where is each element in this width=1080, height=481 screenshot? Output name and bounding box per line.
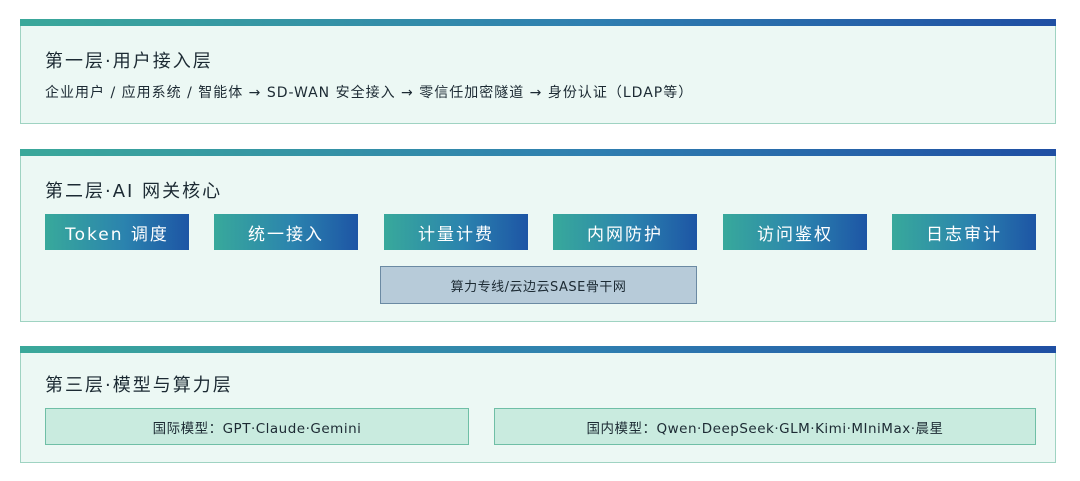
module-unified-access: 统一接入 (214, 214, 358, 250)
layer-top-bar (20, 19, 1056, 26)
layer-top-bar (20, 346, 1056, 353)
layer-ai-gateway: 第二层·AI 网关核心 Token 调度 统一接入 计量计费 内网防护 访问鉴权… (20, 149, 1056, 322)
module-log-audit: 日志审计 (892, 214, 1036, 250)
international-models: 国际模型：GPT·Claude·Gemini (45, 408, 469, 445)
gateway-modules: Token 调度 统一接入 计量计费 内网防护 访问鉴权 日志审计 (21, 214, 1055, 252)
module-token-scheduling: Token 调度 (45, 214, 189, 250)
layer-user-access: 第一层·用户接入层 企业用户 / 应用系统 / 智能体 → SD-WAN 安全接… (20, 19, 1056, 124)
module-intranet-protection: 内网防护 (553, 214, 697, 250)
layer-title: 第三层·模型与算力层 (45, 375, 233, 396)
access-flow-description: 企业用户 / 应用系统 / 智能体 → SD-WAN 安全接入 → 零信任加密隧… (45, 85, 694, 101)
layer-title: 第二层·AI 网关核心 (45, 181, 223, 202)
layer-title: 第一层·用户接入层 (45, 51, 213, 72)
layer-models-compute: 第三层·模型与算力层 国际模型：GPT·Claude·Gemini 国内模型：Q… (20, 346, 1056, 463)
module-access-authorization: 访问鉴权 (723, 214, 867, 250)
backbone-network: 算力专线/云边云SASE骨干网 (380, 266, 697, 304)
module-metering-billing: 计量计费 (384, 214, 528, 250)
layer-top-bar (20, 149, 1056, 156)
domestic-models: 国内模型：Qwen·DeepSeek·GLM·Kimi·MIniMax·晨星 (494, 408, 1036, 445)
